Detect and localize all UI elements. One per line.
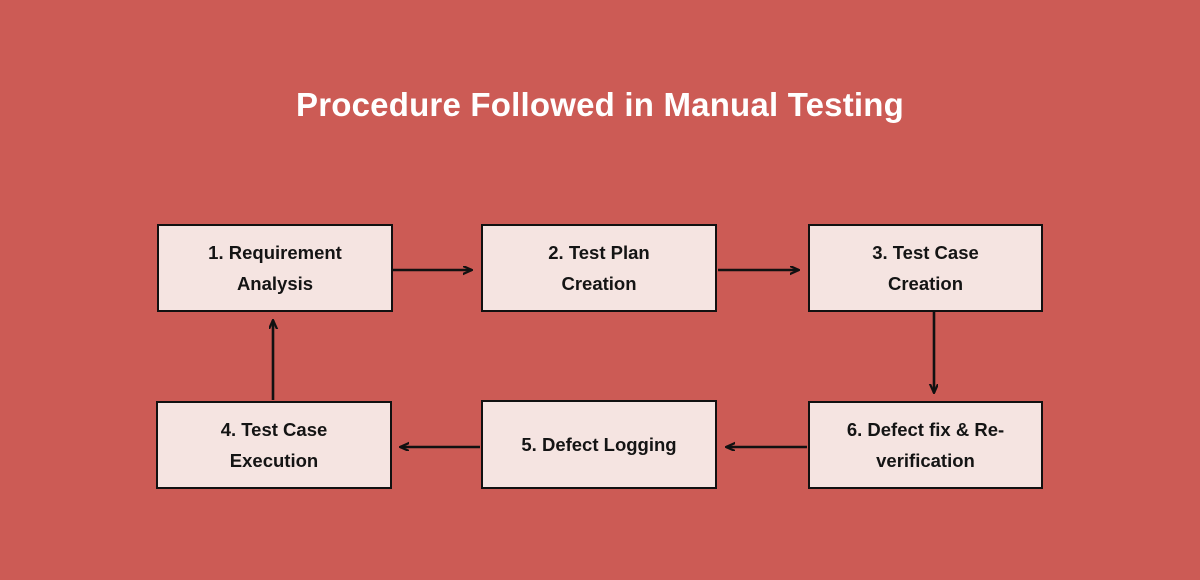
flow-node-line-2: Execution — [229, 450, 319, 471]
flow-node-line-1: 1. Requirement — [208, 242, 342, 263]
flow-node-test-case-creation[interactable]: 3. Test Case Creation — [808, 224, 1043, 312]
flow-node-defect-logging[interactable]: 5. Defect Logging — [481, 400, 717, 489]
flow-node-test-plan-creation[interactable]: 2. Test Plan Creation — [481, 224, 717, 312]
flow-node-line-1: 4. Test Case — [220, 419, 328, 440]
flow-node-label: 5. Defect Logging — [493, 429, 705, 460]
flow-node-label: 2. Test Plan Creation — [493, 237, 705, 299]
flow-node-line-2: Creation — [887, 273, 964, 294]
flow-node-line-2: Analysis — [236, 273, 314, 294]
flow-node-line-1: 6. Defect fix & Re- — [846, 419, 1005, 440]
flow-node-line-2: Creation — [561, 273, 637, 294]
flow-node-label: 6. Defect fix & Re- verification — [820, 414, 1031, 476]
flow-node-label: 3. Test Case Creation — [820, 237, 1031, 299]
flow-node-requirement-analysis[interactable]: 1. Requirement Analysis — [157, 224, 393, 312]
flow-node-line-1: 3. Test Case — [872, 242, 979, 263]
flow-node-defect-fix-reverification[interactable]: 6. Defect fix & Re- verification — [808, 401, 1043, 489]
flow-node-label: 1. Requirement Analysis — [169, 237, 381, 299]
page-title: Procedure Followed in Manual Testing — [296, 86, 904, 123]
flow-node-line-1: 5. Defect Logging — [521, 434, 677, 455]
flow-node-test-case-execution[interactable]: 4. Test Case Execution — [156, 401, 392, 489]
flow-node-label: 4. Test Case Execution — [168, 414, 380, 476]
flow-node-line-1: 2. Test Plan — [548, 242, 650, 263]
flow-node-line-2: verification — [876, 450, 975, 471]
